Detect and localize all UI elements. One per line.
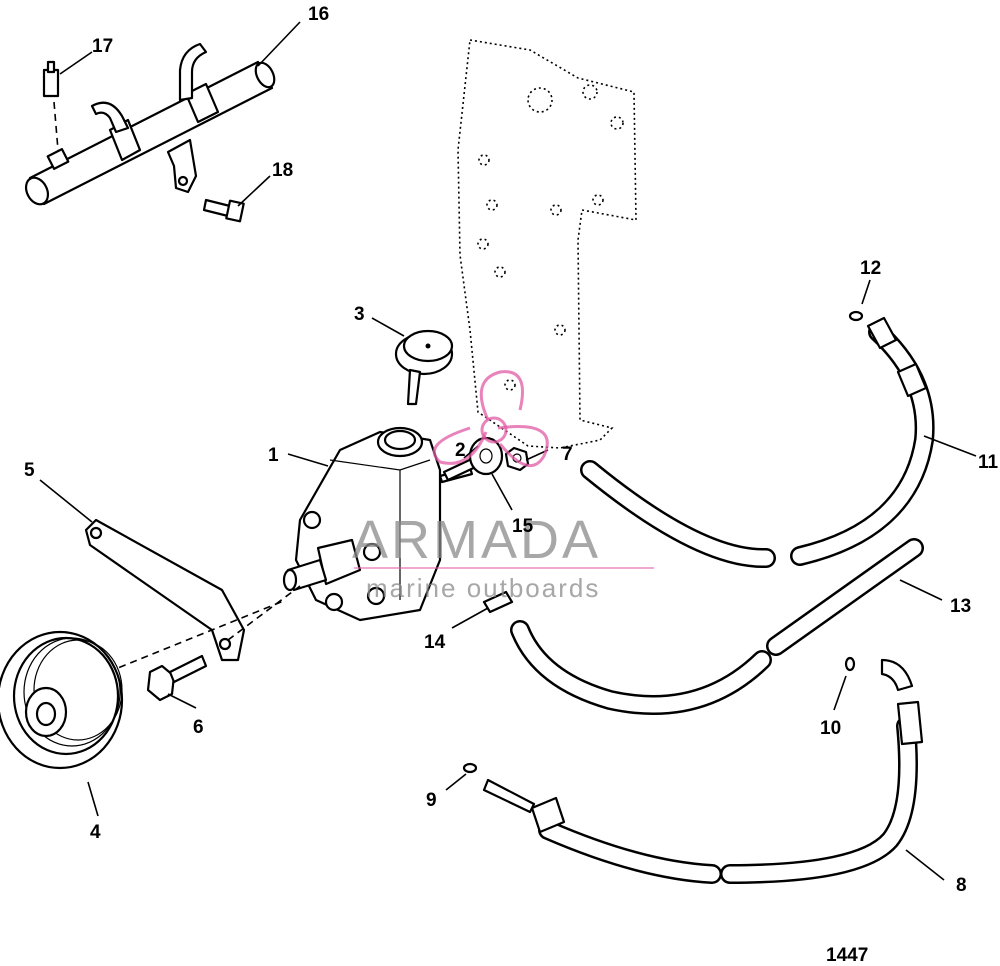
callout-6: 6 [193, 717, 204, 738]
callout-9: 9 [426, 790, 437, 811]
callout-4: 4 [90, 822, 101, 843]
callout-17: 17 [92, 36, 113, 57]
callout-15: 15 [512, 516, 534, 537]
power-steering-pump [282, 426, 474, 622]
callout-1: 1 [268, 445, 279, 466]
callout-3: 3 [354, 304, 365, 325]
high-pressure-hose-upper [580, 310, 935, 569]
strap-bolt [146, 654, 208, 702]
reservoir-cap-dipstick [394, 329, 454, 406]
high-pressure-hose-lower [462, 656, 924, 884]
bracket-screw [202, 198, 245, 223]
callout-16: 16 [308, 4, 329, 25]
armada-watermark: ARMADA marine outboards [352, 370, 654, 603]
watermark-brand: ARMADA [352, 510, 601, 570]
temperature-sensor-fitting [42, 60, 60, 151]
callout-14: 14 [424, 632, 446, 653]
watermark-tagline: marine outboards [366, 573, 600, 603]
callout-5: 5 [24, 460, 35, 481]
pump-mounting-strap [84, 518, 301, 673]
callout-11: 11 [978, 452, 999, 473]
callout-13: 13 [950, 596, 971, 617]
callout-2: 2 [455, 440, 466, 461]
callout-10: 10 [820, 718, 841, 739]
callout-8: 8 [956, 875, 967, 896]
figure-number: 1447 [826, 945, 868, 966]
mounting-bracket-outline [457, 39, 637, 449]
propeller-logo-icon [432, 370, 549, 467]
callout-7: 7 [562, 444, 573, 465]
callout-labels: 1 2 3 4 5 6 7 8 9 10 11 12 13 14 15 16 1… [24, 4, 999, 896]
callout-12: 12 [860, 258, 881, 279]
callout-18: 18 [272, 160, 293, 181]
return-hose [510, 538, 924, 715]
leader-lines [39, 21, 977, 881]
pump-pulley [0, 630, 124, 770]
water-tube-assembly [24, 42, 276, 206]
